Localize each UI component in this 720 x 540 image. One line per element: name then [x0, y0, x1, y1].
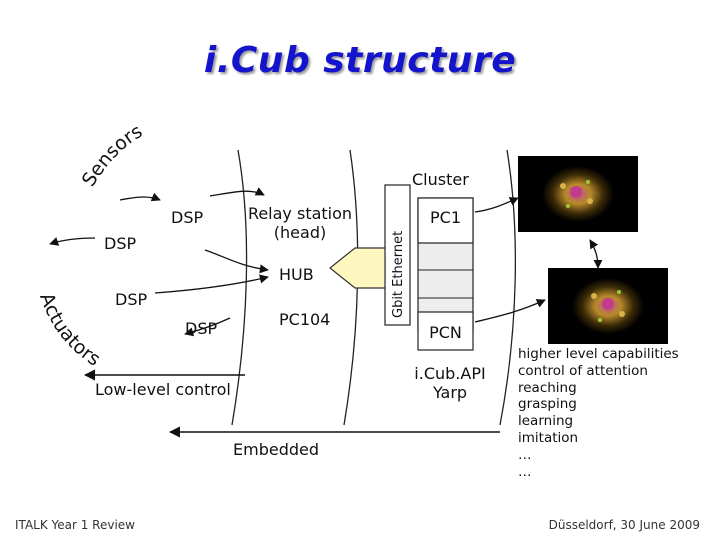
- footer-right: Düsseldorf, 30 June 2009: [548, 518, 700, 532]
- dsp-to-actuator-arrow-2: [184, 317, 231, 337]
- pcn-to-image-arrow: [474, 299, 546, 323]
- fractal-image-top: [518, 156, 638, 232]
- capability-item: higher level capabilities: [518, 346, 679, 362]
- cluster-label: Cluster: [412, 170, 469, 189]
- hub-arrow: [329, 247, 386, 289]
- relay-station-label: Relay station (head): [247, 204, 353, 242]
- actuators-label: Actuators: [35, 290, 104, 371]
- pc1-to-image-arrow: [474, 197, 519, 213]
- sensors-label: Sensors: [78, 120, 146, 190]
- fractal-image-bottom: [548, 268, 668, 344]
- dsp-box-bottom-label: DSP: [185, 319, 218, 338]
- capability-item: imitation: [518, 429, 579, 446]
- dsp-box-left-label: DSP: [104, 234, 137, 253]
- gbit-ethernet-label: Gbit Ethernet: [391, 231, 406, 318]
- pc1-label: PC1: [430, 208, 461, 227]
- icub-api-label: i.Cub.API Yarp: [414, 364, 486, 402]
- hub-label: HUB: [279, 265, 314, 284]
- dsp-to-hub-arrow-2: [154, 274, 269, 294]
- cluster-column: [417, 197, 474, 351]
- capability-item: …: [518, 446, 532, 463]
- dsp-to-hub-arrow: [204, 249, 269, 274]
- embedded-label: Embedded: [233, 440, 320, 459]
- capability-item: …: [518, 463, 532, 480]
- page-title: i.Cub structure: [203, 40, 517, 81]
- low-level-control-label: Low-level control: [95, 380, 231, 399]
- dsp-to-relay-arrow: [209, 187, 265, 197]
- dsp-box-mid-label: DSP: [115, 290, 148, 309]
- capability-item: learning: [518, 413, 574, 430]
- capability-item: control of attention: [518, 362, 648, 379]
- capability-item: grasping: [518, 396, 577, 413]
- capabilities-list: higher level capabilities control of att…: [518, 346, 679, 480]
- gbit-ethernet-bar: [384, 184, 411, 326]
- pc104-label: PC104: [279, 310, 331, 329]
- capability-item: reaching: [518, 379, 577, 396]
- pcn-label: PCN: [429, 323, 462, 342]
- footer-left: ITALK Year 1 Review: [15, 518, 135, 532]
- sensor-to-dsp-arrow: [119, 192, 161, 202]
- image-link-arrow: [589, 239, 603, 269]
- dsp-to-actuator-arrow: [49, 237, 96, 246]
- dsp-box-top-label: DSP: [171, 208, 204, 227]
- boundary-curve-right: [499, 149, 517, 426]
